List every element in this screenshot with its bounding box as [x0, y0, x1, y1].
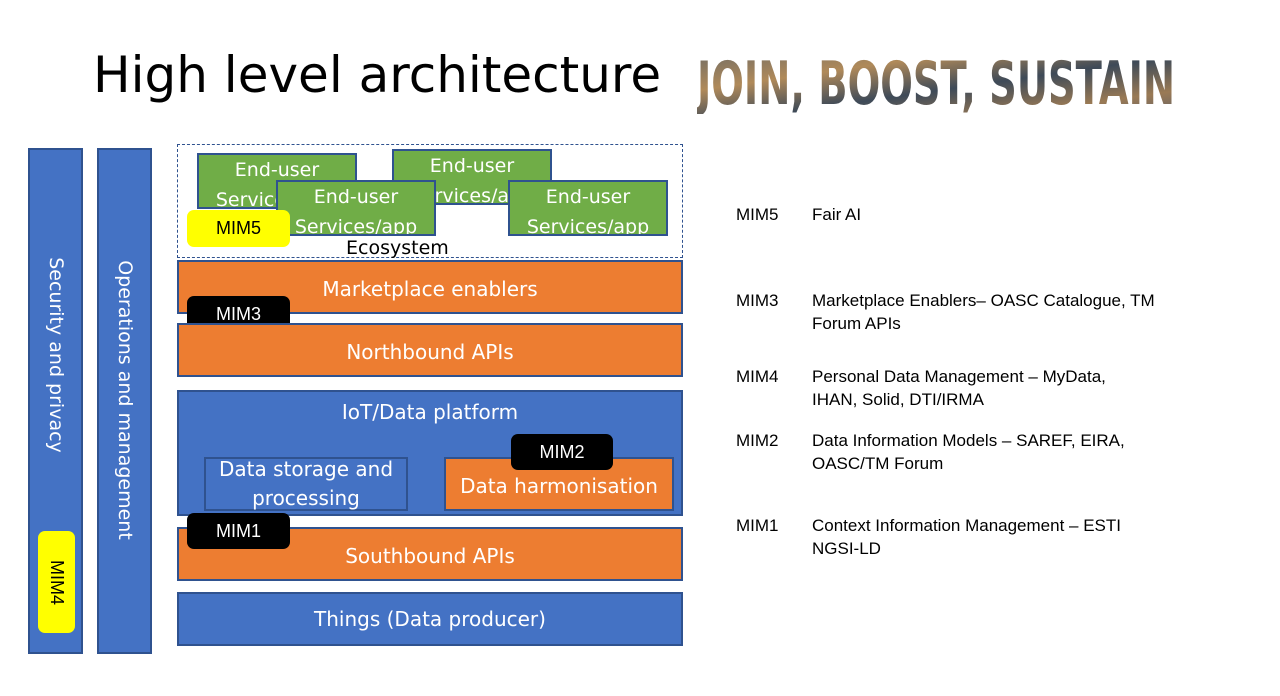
- security-privacy-label: Security and privacy: [44, 257, 67, 453]
- end-user-label: End-user: [313, 186, 399, 208]
- services-app-label: Services/app: [410, 185, 534, 205]
- end-user-label: End-user: [545, 186, 631, 208]
- services-app-label: Services/app: [294, 216, 418, 236]
- ecosystem-label: Ecosystem: [346, 237, 449, 259]
- logo-text: JOIN, BOOST, SUSTAIN: [697, 49, 1175, 114]
- legend-code-mim3: MIM3: [736, 291, 779, 310]
- mim4-badge: MIM4: [38, 531, 75, 633]
- legend-code-mim5: MIM5: [736, 205, 779, 224]
- data-storage-processing-box: Data storage and processing: [204, 457, 408, 511]
- slide-title: High level architecture: [93, 46, 662, 104]
- mim4-badge-label: MIM4: [47, 559, 67, 605]
- legend-text-mim1: Context Information Management – ESTI NG…: [812, 516, 1121, 558]
- legend-text-mim5: Fair AI: [812, 205, 862, 224]
- things-data-producer-layer: Things (Data producer): [177, 592, 683, 646]
- mim2-badge: MIM2: [511, 434, 613, 470]
- end-user-label: End-user: [234, 159, 320, 181]
- operations-management-label: Operations and management: [113, 260, 136, 540]
- legend-code-mim4: MIM4: [736, 367, 779, 386]
- ecosystem-area: [177, 144, 683, 258]
- join-boost-sustain-logo: JOIN, BOOST, SUSTAIN: [697, 44, 1177, 114]
- legend-text-mim3: Marketplace Enablers– OASC Catalogue, TM…: [812, 291, 1155, 333]
- legend-code-mim1: MIM1: [736, 516, 779, 535]
- services-app-label: Services/app: [526, 216, 650, 236]
- end-user-label: End-user: [429, 155, 515, 177]
- northbound-apis-layer: Northbound APIs: [177, 323, 683, 377]
- mim1-badge: MIM1: [187, 513, 290, 549]
- operations-management-pillar: Operations and management: [97, 148, 152, 654]
- legend-text-mim2: Data Information Models – SAREF, EIRA, O…: [812, 431, 1125, 473]
- legend-text-mim4: Personal Data Management – MyData, IHAN,…: [812, 367, 1106, 409]
- mim5-badge: MIM5: [187, 210, 290, 247]
- legend-code-mim2: MIM2: [736, 431, 779, 450]
- data-harmonisation-box: Data harmonisation: [444, 457, 674, 511]
- iot-data-platform-label: IoT/Data platform: [341, 400, 519, 424]
